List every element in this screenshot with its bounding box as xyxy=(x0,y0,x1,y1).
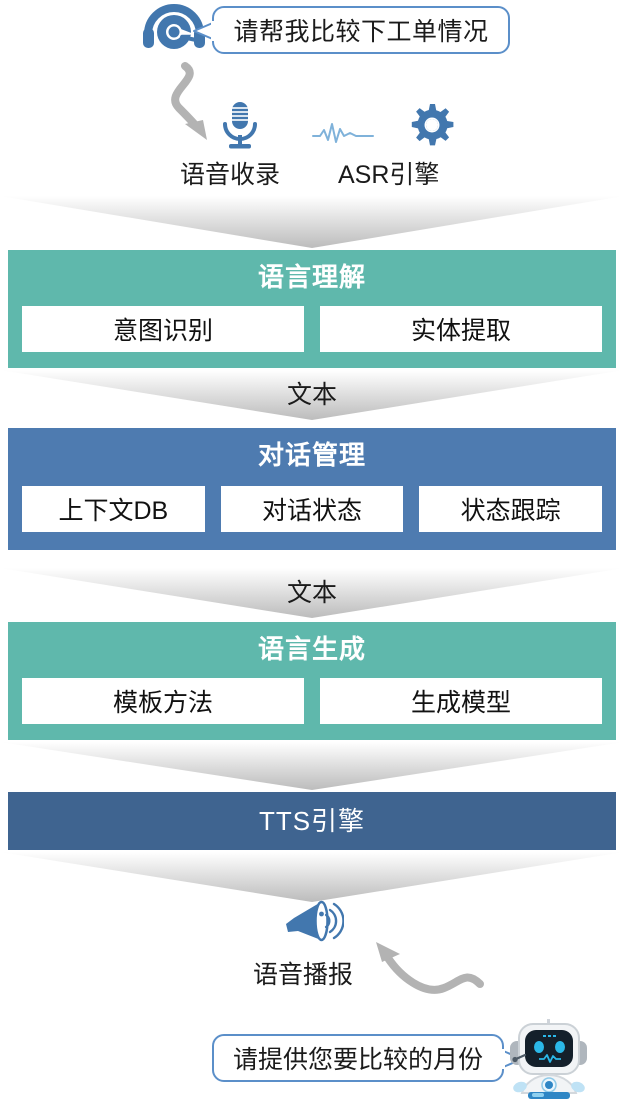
stage-dialog-management: 对话管理 上下文DB 对话状态 状态跟踪 xyxy=(8,428,616,550)
connector-arrow-3 xyxy=(0,568,624,618)
bubble-tail-left-icon xyxy=(193,21,216,41)
bot-response-text: 请提供您要比较的月份 xyxy=(232,1046,483,1074)
label-voice-broadcast: 语音播报 xyxy=(253,961,354,989)
stage-dialog-box-1[interactable]: 上下文DB xyxy=(22,486,205,532)
stage-nlu-box-1[interactable]: 意图识别 xyxy=(22,306,304,352)
stage-nlu-box-2[interactable]: 实体提取 xyxy=(320,306,602,352)
waveform-icon xyxy=(312,120,374,146)
stage-nlg: 语言生成 模板方法 生成模型 xyxy=(8,622,616,740)
label-voice-capture: 语音收录 xyxy=(180,161,281,189)
headset-icon xyxy=(138,4,216,56)
megaphone-icon xyxy=(280,898,345,944)
user-speech-bubble: 请帮我比较下工单情况 xyxy=(193,6,510,54)
stage-dialog-title: 对话管理 xyxy=(257,440,366,470)
stage-dialog-box-2[interactable]: 对话状态 xyxy=(220,486,404,532)
stage-dialog-box-3[interactable]: 状态跟踪 xyxy=(419,486,603,532)
gear-icon xyxy=(406,102,454,150)
connector-arrow-1 xyxy=(0,196,624,248)
user-utterance-text: 请帮我比较下工单情况 xyxy=(233,18,489,46)
label-asr-engine: ASR引擎 xyxy=(338,161,440,189)
curved-arrow-down-icon xyxy=(155,62,235,150)
stage-nlg-box-1[interactable]: 模板方法 xyxy=(22,678,304,724)
robot-icon xyxy=(506,1015,592,1101)
connector-arrow-4 xyxy=(0,742,624,790)
connector-arrow-5 xyxy=(0,852,624,902)
stage-nlg-title: 语言生成 xyxy=(257,634,366,664)
stage-nlu-title: 语言理解 xyxy=(257,262,366,292)
stage-nlg-box-2[interactable]: 生成模型 xyxy=(320,678,602,724)
bot-speech-bubble: 请提供您要比较的月份 xyxy=(212,1034,523,1082)
curved-arrow-up-icon xyxy=(366,940,496,1010)
stage-nlu: 语言理解 意图识别 实体提取 xyxy=(8,250,616,368)
stage-tts-title: TTS引擎 xyxy=(258,806,366,836)
stage-tts: TTS引擎 xyxy=(8,792,616,850)
microphone-icon xyxy=(219,100,261,152)
connector-arrow-2 xyxy=(0,370,624,420)
